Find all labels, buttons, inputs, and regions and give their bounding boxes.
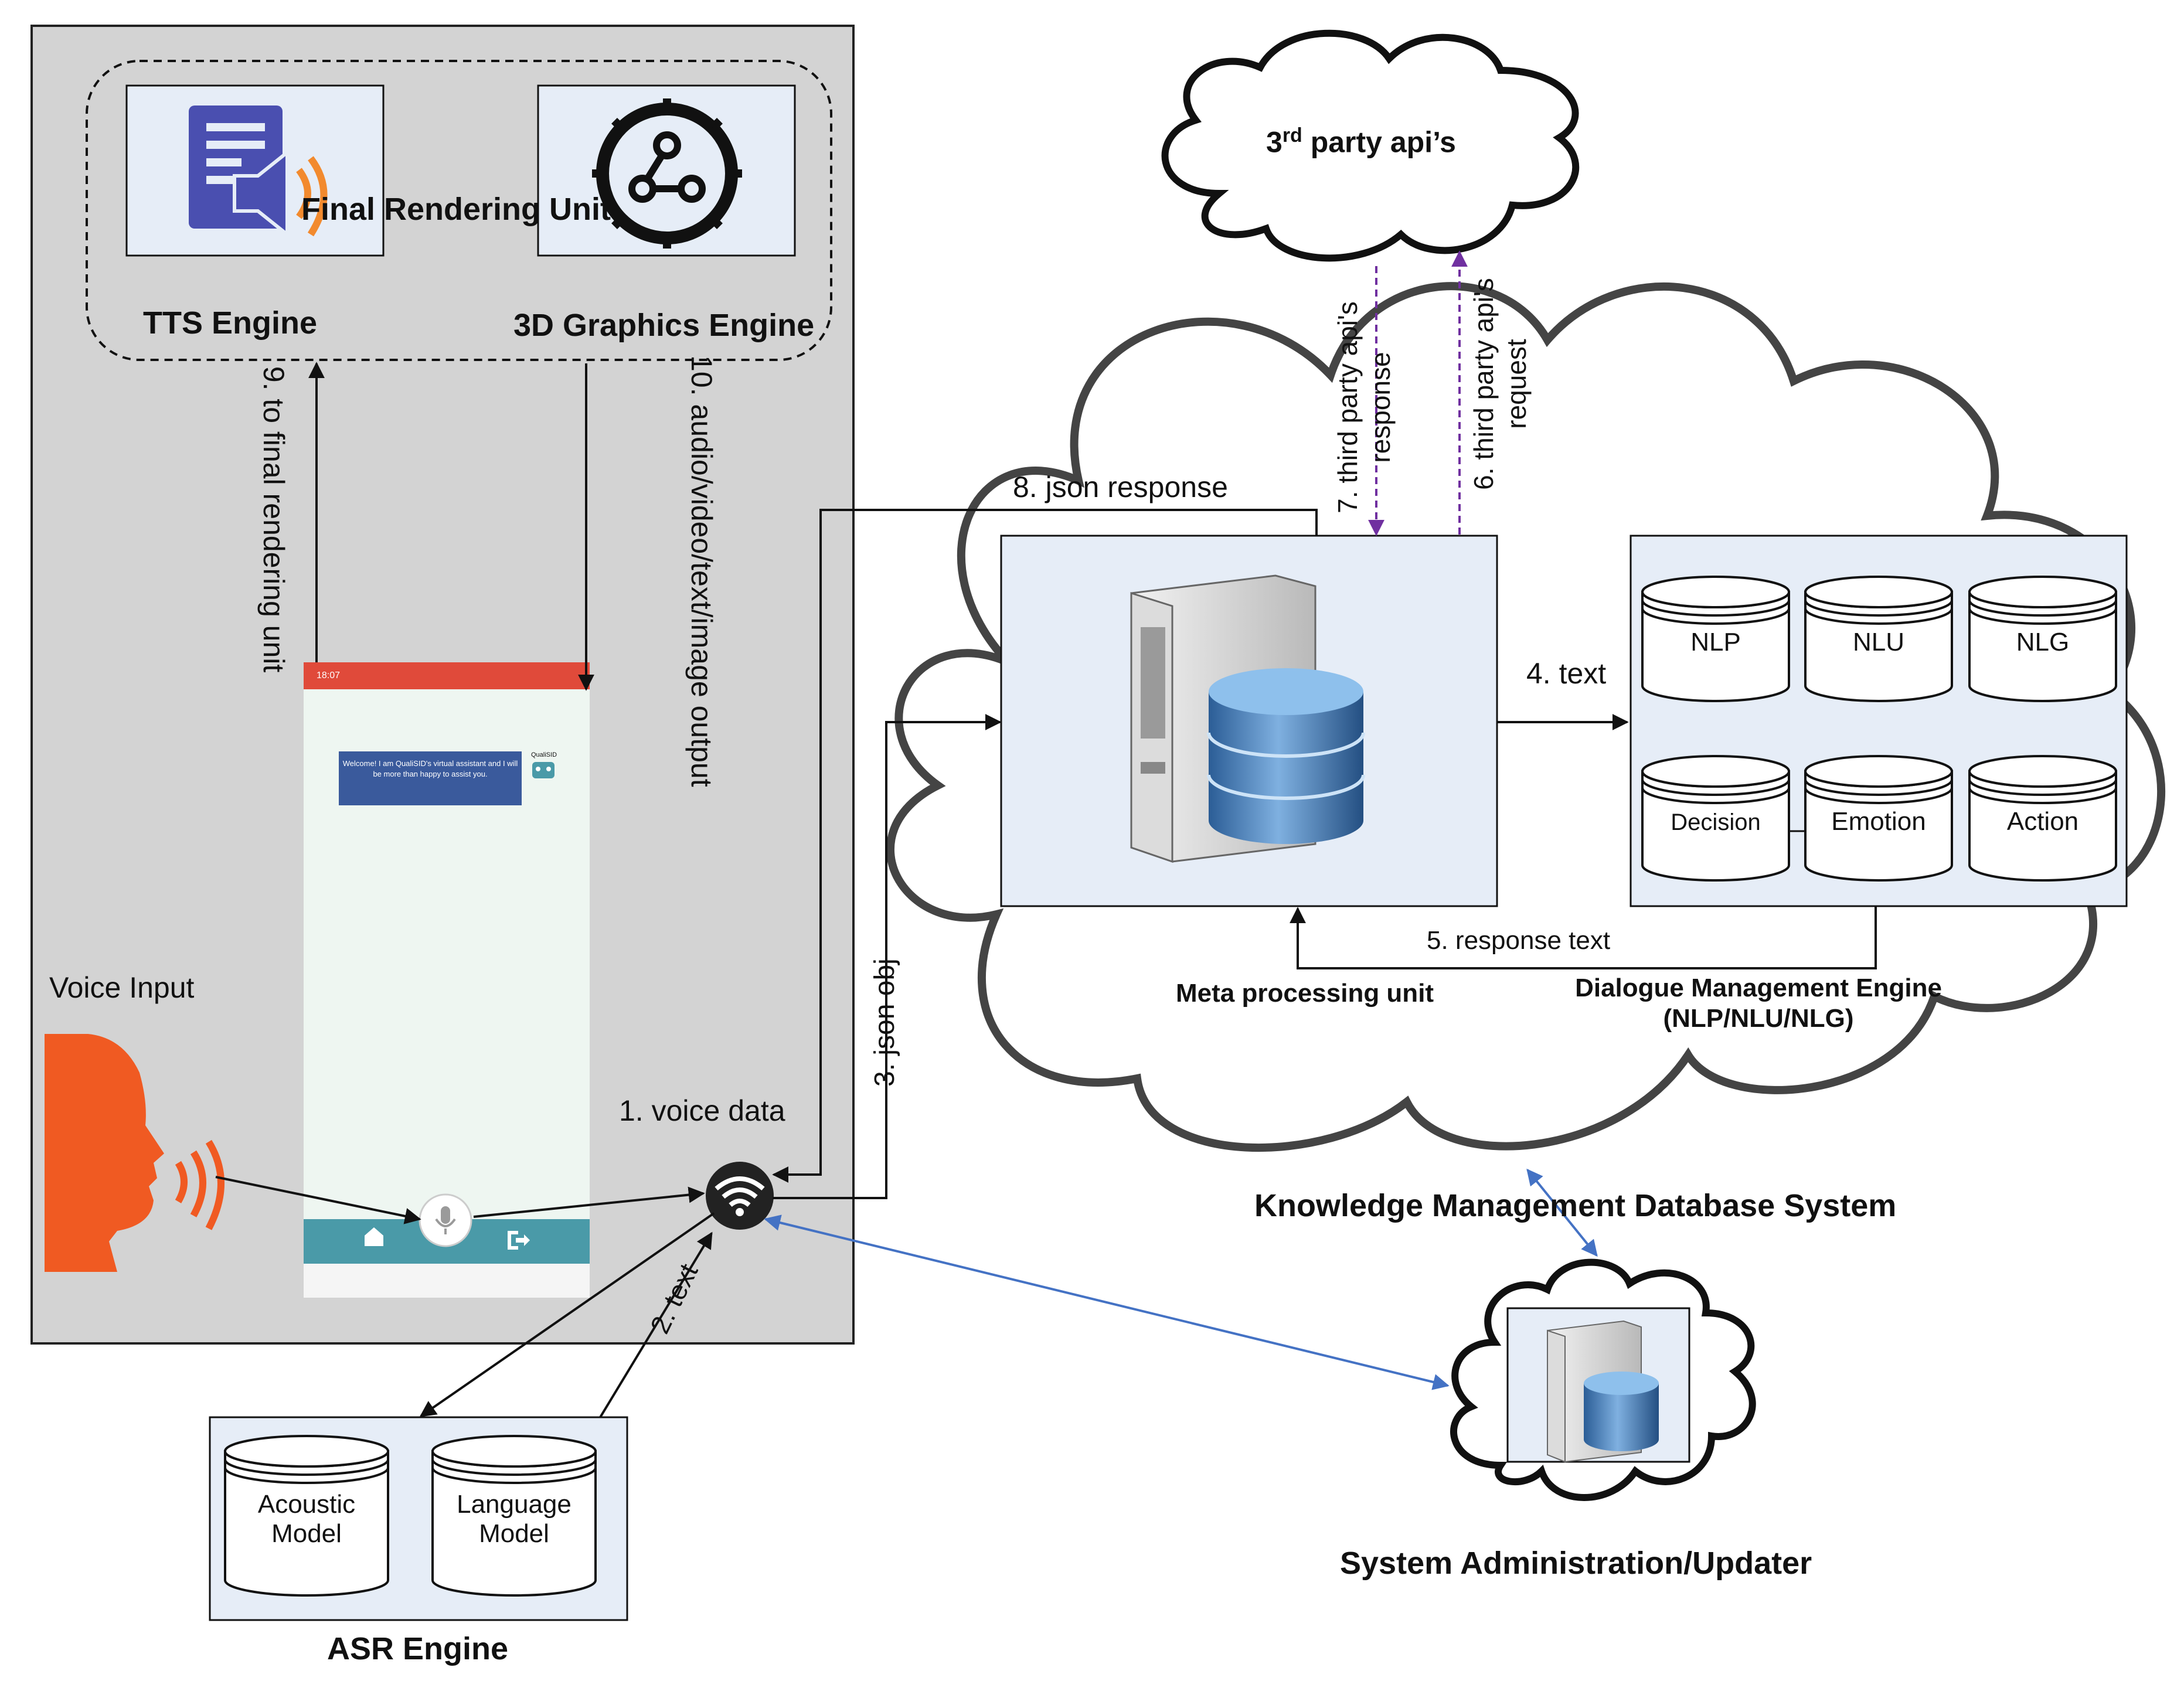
dme-module-decision-cylinder: Decision	[1641, 755, 1790, 882]
bot-avatar-icon	[532, 762, 554, 778]
voice-input-label: Voice Input	[49, 971, 195, 1004]
edge-2-arrow	[599, 1231, 713, 1418]
edge-3-label: 3. json object	[869, 958, 900, 1087]
dme-label: Dialogue Management Engine (NLP/NLU/NLG)	[1571, 973, 1946, 1034]
phone-bot-name: QualiSID	[531, 751, 557, 758]
asr-model-1-label: Model	[271, 1519, 342, 1548]
asr-model-1-label: Acoustic	[258, 1490, 355, 1519]
dme-modules: NLP NLU NLG Decision Emotion Action	[1641, 576, 2117, 882]
edge-3-arrow	[773, 714, 1002, 1199]
kmdb-cloud	[886, 282, 2166, 1152]
speaking-head-icon	[45, 1034, 224, 1272]
third-party-cloud	[1161, 29, 1580, 262]
phone-screen	[304, 662, 590, 1298]
molecule-gear-icon	[592, 98, 742, 249]
dme-module-nlp-cylinder: NLP	[1641, 576, 1790, 702]
dme-module-action-label: Action	[2007, 807, 2078, 836]
phone-welcome-message: Welcome! I am QualiSID's virtual assista…	[339, 751, 522, 805]
edge-1-label: 1. voice data	[619, 1094, 785, 1127]
asr-model-2-label: Model	[479, 1519, 549, 1548]
edge-8-label: 8. json response	[1013, 471, 1228, 503]
meta-unit-label: Meta processing unit	[1176, 979, 1434, 1008]
logout-icon[interactable]	[508, 1231, 530, 1250]
phone-status-bar	[304, 662, 590, 689]
admin-title: System Administration/Updater	[1340, 1546, 1812, 1581]
dme-module-emotion-label: Emotion	[1831, 807, 1926, 836]
hub-admin-link	[764, 1214, 1450, 1390]
dme-module-emotion-cylinder: Emotion	[1804, 755, 1953, 882]
dme-module-nlp-label: NLP	[1690, 628, 1741, 656]
dme-label-line2: (NLP/NLU/NLG)	[1663, 1004, 1854, 1033]
wifi-hub-icon	[706, 1162, 774, 1230]
edge-1-arrow	[473, 1186, 705, 1218]
server-database-icon	[1130, 574, 1365, 863]
asr-title: ASR Engine	[327, 1631, 509, 1666]
edge-7-label: 7. third party api's response	[1332, 301, 1396, 513]
final-rendering-unit-label: Final Rendering Unit	[301, 192, 611, 227]
dme-module-action-cylinder: Action	[1968, 755, 2117, 882]
document-speaker-icon	[189, 106, 328, 239]
tts-engine-label: TTS Engine	[143, 305, 317, 341]
hub-to-asr-arrow	[419, 1212, 715, 1417]
final-rendering-unit-group	[86, 60, 832, 361]
phone-status-time: 18:07	[317, 671, 341, 680]
edge-10-label: 10. audio/video/text/image output	[685, 355, 718, 787]
dme-module-nlu-cylinder: NLU	[1804, 576, 1953, 702]
dme-module-nlg-label: NLG	[2016, 628, 2069, 656]
graphics-engine-label: 3D Graphics Engine	[513, 308, 815, 343]
third-party-label: 3rd party api’s	[1266, 124, 1456, 159]
dme-module-nlu-label: NLU	[1853, 628, 1904, 656]
dme-module-decision-label: Decision	[1671, 809, 1760, 835]
asr-model-2-label: Language	[457, 1490, 571, 1519]
voice-to-phone-arrow	[215, 1176, 421, 1224]
edge-4-label: 4. text	[1526, 657, 1607, 690]
edge-5-arrow	[1290, 906, 1877, 969]
home-icon[interactable]	[365, 1227, 383, 1246]
admin-server-icon	[1547, 1320, 1659, 1463]
edge-5-label: 5. response text	[1427, 926, 1611, 955]
dme-label-line1: Dialogue Management Engine	[1575, 974, 1942, 1002]
kmdb-admin-link	[1526, 1168, 1598, 1257]
kmdb-title: Knowledge Management Database System	[1254, 1188, 1897, 1223]
microphone-icon	[435, 1206, 456, 1234]
edge-6-label: 6. third party api's request	[1468, 278, 1532, 490]
edge-8-arrow	[772, 509, 1318, 1183]
dme-module-nlg-cylinder: NLG	[1968, 576, 2117, 702]
edge-9-label: 9. to final rendering unit	[257, 366, 290, 673]
